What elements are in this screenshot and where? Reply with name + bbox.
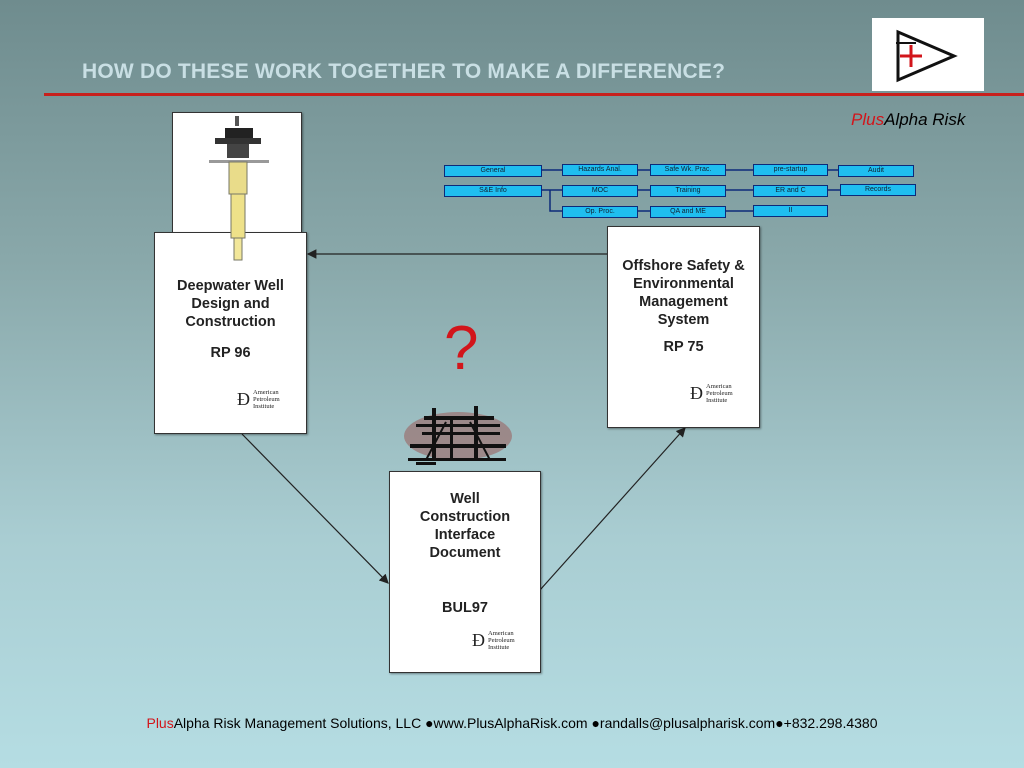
flow-box-audit: Audit — [838, 165, 914, 177]
footer-plus: Plus — [146, 715, 174, 731]
arrow-rp96-to-bul97 — [241, 433, 389, 584]
slide-title: HOW DO THESE WORK TOGETHER TO MAKE A DIF… — [82, 60, 726, 83]
rp75-code: RP 75 — [663, 339, 704, 355]
bul97-document: Well Construction Interface Document BUL… — [389, 471, 541, 673]
rp96-code: RP 96 — [210, 345, 251, 361]
wellhead-stack-icon — [209, 116, 269, 261]
arrow-bul97-to-rp75 — [539, 427, 686, 591]
question-mark: ? — [444, 314, 479, 383]
flow-box-ii: II — [753, 205, 828, 217]
flow-box-er-and-c: ER and C — [753, 185, 828, 197]
flow-box-se-info: S&E Info — [444, 185, 542, 197]
rp75-document: Offshore Safety & Environmental Manageme… — [607, 226, 760, 428]
bul97-code: BUL97 — [442, 600, 488, 616]
flow-box-pre-startup: pre-startup — [753, 164, 828, 176]
flow-box-records: Records — [840, 184, 916, 196]
bul97-title: Well Construction Interface Document — [419, 491, 511, 561]
drilling-rig-icon — [404, 406, 512, 465]
flow-box-qa-and-me: QA and ME — [650, 206, 726, 218]
rp96-title: Deepwater Well Design and Construction — [177, 278, 284, 330]
flow-box-training: Training — [650, 185, 726, 197]
rp75-publisher: American Petroleum Institute — [706, 383, 733, 404]
rp96-api-mark: Ɖ American Petroleum Institute — [237, 389, 280, 410]
flow-box-safe-work-practices: Safe Wk. Prac. — [650, 164, 726, 176]
flow-box-moc: MOC — [562, 185, 638, 197]
api-logo-icon: Ɖ — [472, 630, 485, 650]
rp75-title: Offshore Safety & Environmental Manageme… — [622, 258, 745, 328]
footer-contact-info: Management Solutions, LLC ●www.PlusAlpha… — [240, 715, 878, 731]
api-logo-icon: Ɖ — [237, 389, 250, 409]
api-logo-icon: Ɖ — [690, 383, 703, 403]
rp96-document-body: Deepwater Well Design and Construction R… — [154, 232, 307, 434]
brand-label: PlusAlpha Risk — [851, 110, 965, 130]
title-divider — [44, 93, 1024, 96]
brand-alpha-risk: Alpha Risk — [884, 110, 966, 129]
rp96-publisher: American Petroleum Institute — [253, 389, 280, 410]
flow-box-op-proc: Op. Proc. — [562, 206, 638, 218]
rp75-api-mark: Ɖ American Petroleum Institute — [690, 383, 733, 404]
footer-brand: Alpha Risk — [173, 715, 241, 731]
bul97-api-mark: Ɖ American Petroleum Institute — [472, 630, 515, 651]
flow-box-general: General — [444, 165, 542, 177]
brand-plus: Plus — [851, 110, 885, 129]
company-logo — [872, 18, 984, 91]
footer-contact: PlusAlpha Risk Management Solutions, LLC… — [0, 715, 1024, 731]
flow-box-hazards-analysis: Hazards Anal. — [562, 164, 638, 176]
bul97-publisher: American Petroleum Institute — [488, 630, 515, 651]
